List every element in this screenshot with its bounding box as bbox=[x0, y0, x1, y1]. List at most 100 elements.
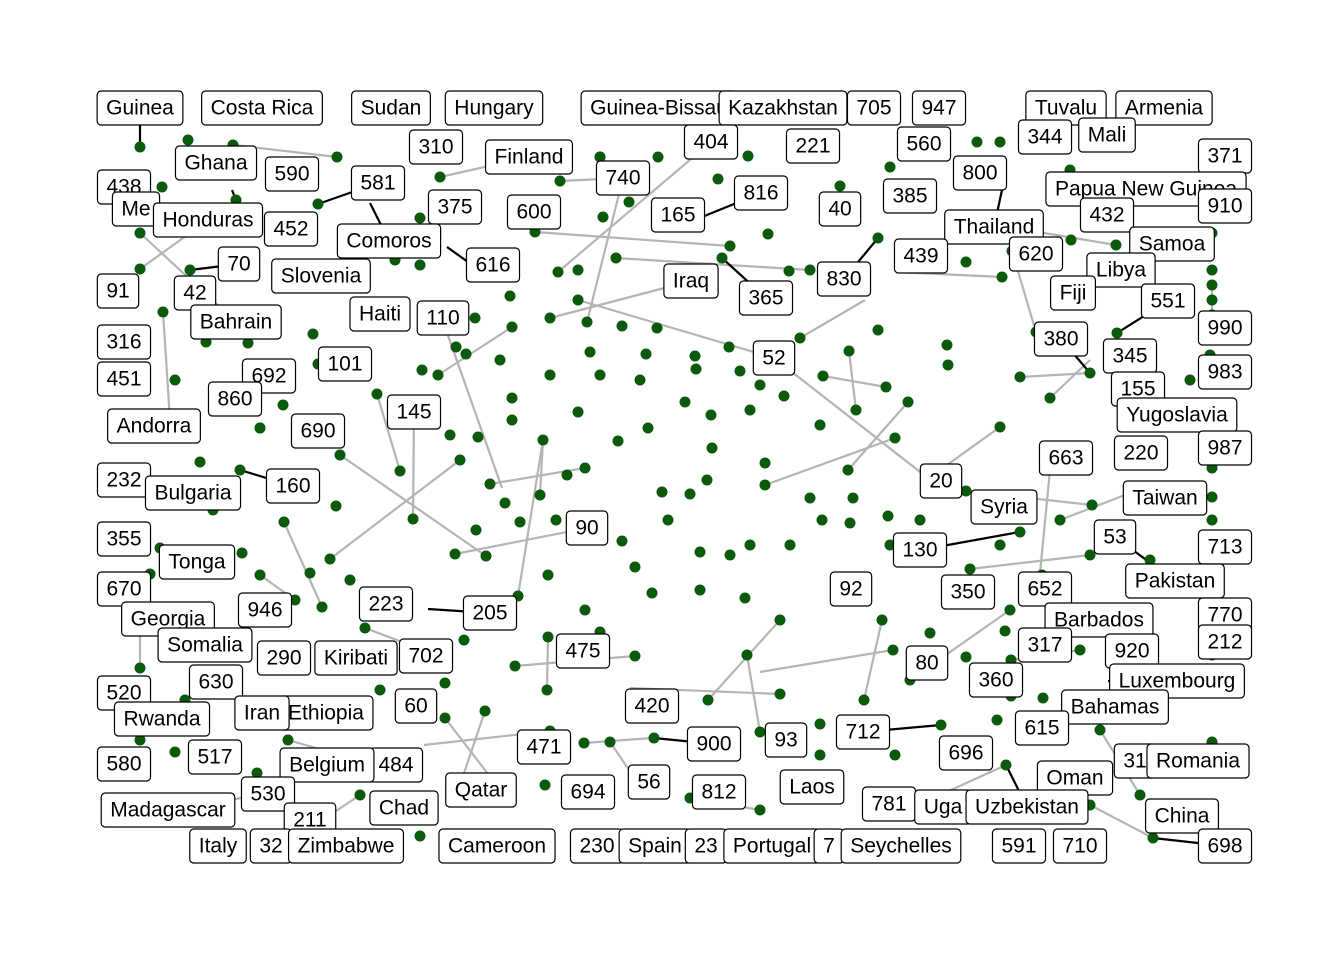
node-label-text: Thailand bbox=[954, 216, 1035, 239]
node-label-box bbox=[96, 746, 152, 782]
node-label: 23 bbox=[684, 828, 728, 864]
node-label-text: 31 bbox=[1123, 750, 1146, 773]
network-node-point bbox=[762, 228, 774, 240]
node-label: Bahrain bbox=[190, 304, 282, 340]
network-node-point bbox=[872, 232, 884, 244]
network-node-point bbox=[134, 662, 146, 674]
node-label-text: Spain bbox=[628, 835, 682, 858]
node-label-text: Taiwan bbox=[1132, 487, 1197, 510]
network-node-point bbox=[134, 263, 146, 275]
node-label-text: Madagascar bbox=[110, 799, 226, 822]
node-label-text: 290 bbox=[266, 647, 301, 670]
node-label-box bbox=[144, 475, 242, 511]
network-node-point bbox=[942, 359, 954, 371]
network-node-point bbox=[1110, 239, 1122, 251]
node-label-text: Laos bbox=[789, 776, 835, 799]
node-label-box bbox=[829, 571, 873, 607]
node-label-box bbox=[465, 247, 521, 283]
node-label: Taiwan bbox=[1122, 480, 1208, 516]
network-node-point bbox=[882, 510, 894, 522]
node-label-text: 560 bbox=[906, 133, 941, 156]
node-label: Bahamas bbox=[1061, 689, 1169, 725]
network-node-point bbox=[1014, 371, 1026, 383]
network-edge bbox=[437, 326, 513, 376]
network-node-point bbox=[550, 514, 562, 526]
network-node-point bbox=[887, 644, 899, 656]
network-node-point bbox=[504, 290, 516, 302]
node-label-text: 471 bbox=[526, 736, 561, 759]
node-label-box bbox=[158, 544, 236, 580]
network-node-point bbox=[684, 488, 696, 500]
node-label-text: 920 bbox=[1114, 640, 1149, 663]
node-label-text: Uzbekistan bbox=[975, 796, 1079, 819]
node-label-box bbox=[506, 194, 562, 230]
network-node-point bbox=[371, 388, 383, 400]
node-label: 451 bbox=[96, 361, 152, 397]
network-node-point bbox=[994, 421, 1006, 433]
node-label: Guinea-Bissau bbox=[580, 90, 738, 126]
node-label-box bbox=[187, 739, 243, 775]
node-label-text: 983 bbox=[1207, 361, 1242, 384]
node-label: 713 bbox=[1197, 529, 1253, 565]
network-node-point bbox=[469, 312, 481, 324]
node-label-text: Kiribati bbox=[324, 647, 388, 670]
node-label-text: Finland bbox=[495, 146, 564, 169]
network-node-point bbox=[534, 489, 546, 501]
network-node-point bbox=[572, 406, 584, 418]
network-node-point bbox=[1000, 759, 1012, 771]
network-node-point bbox=[610, 252, 622, 264]
node-label-box bbox=[444, 90, 544, 126]
node-label: 616 bbox=[465, 247, 521, 283]
node-label: Thailand bbox=[944, 209, 1044, 245]
network-node-point bbox=[629, 650, 641, 662]
network-edge bbox=[545, 636, 550, 691]
node-label: 212 bbox=[1197, 624, 1253, 660]
network-edge bbox=[773, 357, 943, 490]
node-label: 56 bbox=[627, 764, 671, 800]
node-label-box bbox=[113, 701, 211, 737]
node-label-box bbox=[96, 361, 152, 397]
node-label-text: 344 bbox=[1027, 126, 1062, 149]
node-label-text: 160 bbox=[275, 475, 310, 498]
node-label-box bbox=[1052, 828, 1108, 864]
node-label: 345 bbox=[1102, 338, 1158, 374]
network-node-point bbox=[470, 524, 482, 536]
node-label-text: 70 bbox=[227, 253, 250, 276]
node-label-text: 517 bbox=[197, 746, 232, 769]
network-edge bbox=[375, 393, 402, 472]
node-label-box bbox=[462, 595, 518, 631]
node-label-box bbox=[846, 90, 902, 126]
network-node-point bbox=[330, 500, 342, 512]
network-node-point bbox=[449, 548, 461, 560]
network-node-point bbox=[1074, 644, 1086, 656]
network-node-point bbox=[1014, 526, 1026, 538]
node-label-box bbox=[1140, 283, 1196, 319]
node-label-box bbox=[1197, 354, 1253, 390]
network-edge bbox=[799, 299, 866, 339]
network-node-point bbox=[784, 539, 796, 551]
node-label: 670 bbox=[96, 571, 152, 607]
node-label: China bbox=[1144, 798, 1220, 834]
node-label-text: 781 bbox=[871, 793, 906, 816]
node-label-text: Zimbabwe bbox=[298, 835, 395, 858]
node-label-text: 53 bbox=[1103, 526, 1126, 549]
node-label-text: 155 bbox=[1120, 378, 1155, 401]
network-node-point bbox=[960, 256, 972, 268]
node-label: Ghana bbox=[174, 145, 258, 181]
network-node-point bbox=[701, 474, 713, 486]
node-label: 740 bbox=[595, 160, 651, 196]
node-label-text: Romania bbox=[1156, 750, 1240, 773]
node-label-text: 705 bbox=[856, 97, 891, 120]
node-label-box bbox=[100, 792, 236, 828]
node-label-text: 652 bbox=[1027, 578, 1062, 601]
network-node-point bbox=[316, 601, 328, 613]
network-node-point bbox=[1037, 692, 1049, 704]
network-node-point bbox=[847, 492, 859, 504]
node-label-text: 317 bbox=[1027, 634, 1062, 657]
node-label: 530 bbox=[240, 776, 296, 812]
node-label: 31 bbox=[1113, 743, 1157, 779]
network-node-point bbox=[572, 294, 584, 306]
node-label-text: 220 bbox=[1123, 442, 1158, 465]
node-label-box bbox=[1197, 529, 1253, 565]
node-label: Costa Rica bbox=[201, 90, 323, 126]
